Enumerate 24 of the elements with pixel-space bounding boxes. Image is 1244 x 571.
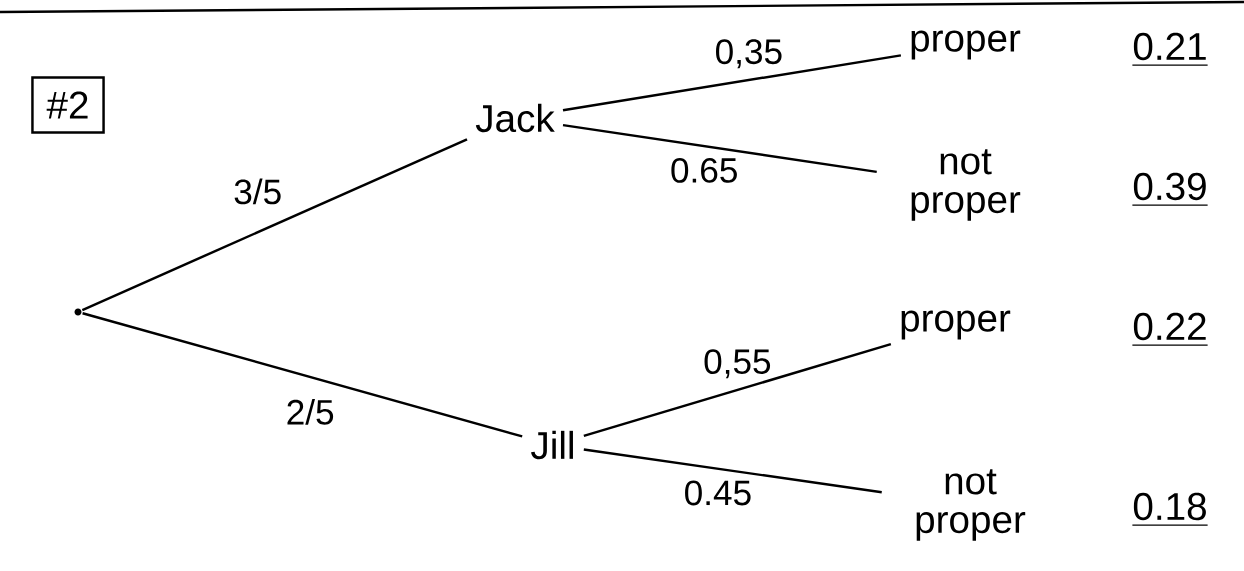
outcome-label: proper (911, 30, 1021, 60)
branch-line (81, 138, 468, 312)
probability-label: 0,35 (716, 39, 782, 69)
result-value: 0.39 (1131, 172, 1209, 206)
outcome-label: proper (901, 310, 1011, 340)
branch-line (583, 342, 892, 437)
branch-line (562, 54, 902, 112)
result-value: 0.18 (1131, 492, 1209, 526)
result-value: 0.22 (1131, 312, 1209, 346)
probability-label: 0,55 (704, 349, 771, 379)
root-point (74, 308, 82, 316)
probability-label: 0.65 (671, 157, 737, 183)
problem-number-box: #2 (31, 76, 105, 134)
branch-label: Jack (475, 103, 555, 133)
outcome-label: not proper (916, 469, 1026, 541)
branch-line (583, 448, 882, 494)
result-value: 0.21 (1131, 32, 1209, 66)
probability-label: 3/5 (234, 178, 281, 205)
probability-label: 2/5 (287, 398, 334, 425)
branch-label: Jill (531, 430, 573, 460)
outcome-label: not proper (911, 149, 1021, 221)
probability-label: 0.45 (685, 480, 751, 506)
branch-line (562, 123, 877, 174)
branch-line (82, 312, 523, 438)
